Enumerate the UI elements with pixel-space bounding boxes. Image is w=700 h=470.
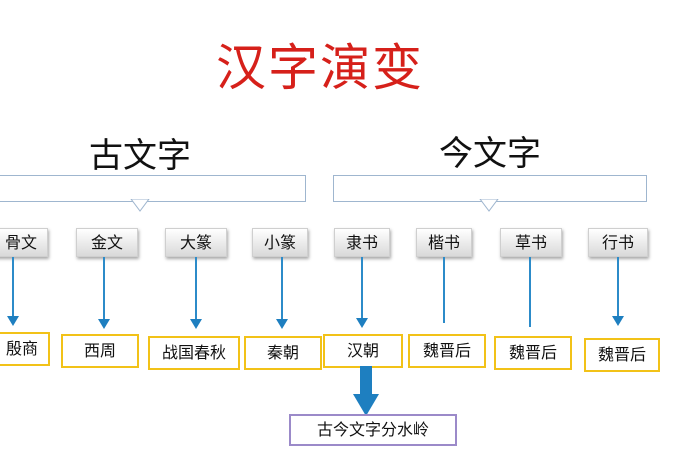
connector-line [361,257,363,319]
arrow-head-icon [276,319,288,329]
page-title: 汉字演变 [216,39,424,97]
down-arrow-icon [353,366,379,416]
watershed-box: 古今文字分水岭 [289,414,457,446]
ancient-bracket-pointer [130,199,150,212]
era-box-qin: 秦朝 [244,336,322,370]
script-chip-large-seal: 大篆 [165,228,227,257]
era-box-wei-jin-3: 魏晋后 [584,338,660,372]
era-box-wei-jin-1: 魏晋后 [408,334,486,368]
era-box-shang: 殷商 [0,332,50,366]
arrow-head-icon [190,319,202,329]
arrow-head-icon [612,316,624,326]
arrow-head-icon [356,318,368,328]
group-title-ancient: 古文字 [89,136,191,176]
script-chip-bronze: 金文 [76,228,138,257]
era-box-han: 汉朝 [323,334,403,368]
connector-line [12,257,14,317]
modern-group-bracket [333,175,647,202]
script-chip-cursive: 草书 [500,228,562,257]
script-chip-oracle: 骨文 [0,228,48,257]
script-chip-running: 行书 [588,228,648,257]
era-box-warring-states: 战国春秋 [148,336,240,370]
era-box-western-zhou: 西周 [61,334,139,368]
ancient-group-bracket [0,175,306,202]
modern-bracket-pointer [479,199,499,212]
script-chip-small-seal: 小篆 [252,228,308,257]
connector-line [103,257,105,320]
connector-line [443,257,445,323]
era-box-wei-jin-2: 魏晋后 [494,336,572,370]
connector-line [529,257,531,327]
script-chip-clerical: 隶书 [334,228,390,257]
group-title-modern: 今文字 [439,134,541,174]
arrow-head-icon [98,319,110,329]
arrow-head-icon [7,316,19,326]
connector-line [195,257,197,320]
script-chip-regular: 楷书 [416,228,472,257]
connector-line [281,257,283,320]
connector-line [617,257,619,317]
